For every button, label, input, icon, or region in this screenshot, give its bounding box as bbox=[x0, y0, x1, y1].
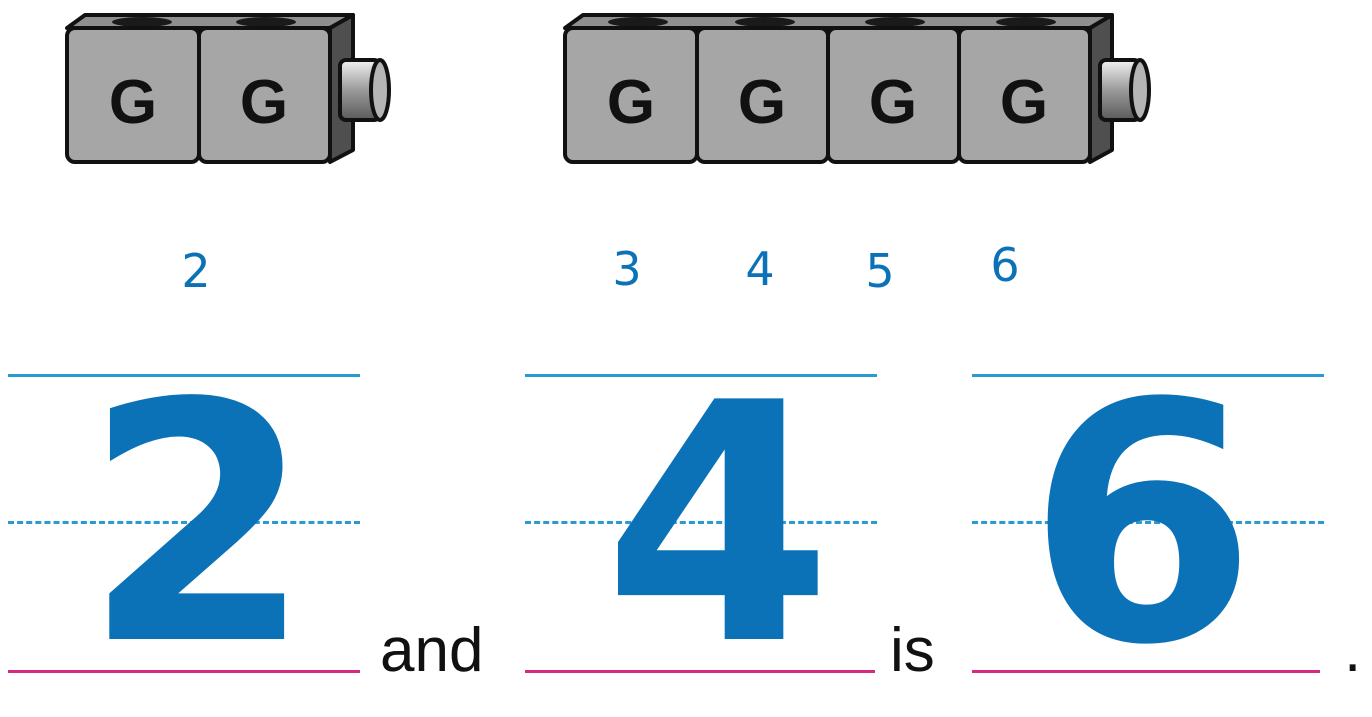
cube: G bbox=[197, 26, 332, 164]
guide-line-base bbox=[8, 670, 360, 673]
guide-line-middle bbox=[8, 521, 360, 524]
guide-line-base bbox=[972, 670, 1320, 673]
guide-line-top bbox=[972, 374, 1324, 377]
guide-line-top bbox=[525, 374, 877, 377]
end-period: . bbox=[1344, 616, 1362, 685]
cube-letter: G bbox=[607, 68, 655, 137]
cube: G bbox=[957, 26, 1092, 164]
guide-line-top bbox=[8, 374, 360, 377]
guide-line-middle bbox=[525, 521, 877, 524]
cube-letter: G bbox=[240, 68, 288, 137]
first-addend-number: 2 bbox=[83, 333, 313, 717]
count-label: 4 bbox=[745, 242, 775, 296]
cube-group-two: G G bbox=[65, 13, 391, 164]
cube: G bbox=[563, 26, 699, 164]
sum-number: 6 bbox=[1027, 333, 1257, 717]
count-label: 6 bbox=[990, 238, 1020, 292]
guide-line-base bbox=[525, 670, 875, 673]
cube-letter: G bbox=[109, 68, 157, 137]
cube-group-four: G G G G bbox=[563, 13, 1151, 164]
cube: G bbox=[695, 26, 830, 164]
word-and: and bbox=[380, 616, 484, 685]
cube-letter: G bbox=[869, 68, 917, 137]
count-label: 2 bbox=[181, 244, 211, 298]
cube-letter: G bbox=[1000, 68, 1048, 137]
cube-letter: G bbox=[738, 68, 786, 137]
count-label: 3 bbox=[612, 242, 642, 296]
guide-line-middle bbox=[972, 521, 1324, 524]
second-addend-number: 4 bbox=[603, 333, 833, 717]
count-label: 5 bbox=[865, 244, 895, 298]
cube: G bbox=[65, 26, 201, 164]
word-is: is bbox=[890, 616, 935, 685]
cube: G bbox=[826, 26, 961, 164]
